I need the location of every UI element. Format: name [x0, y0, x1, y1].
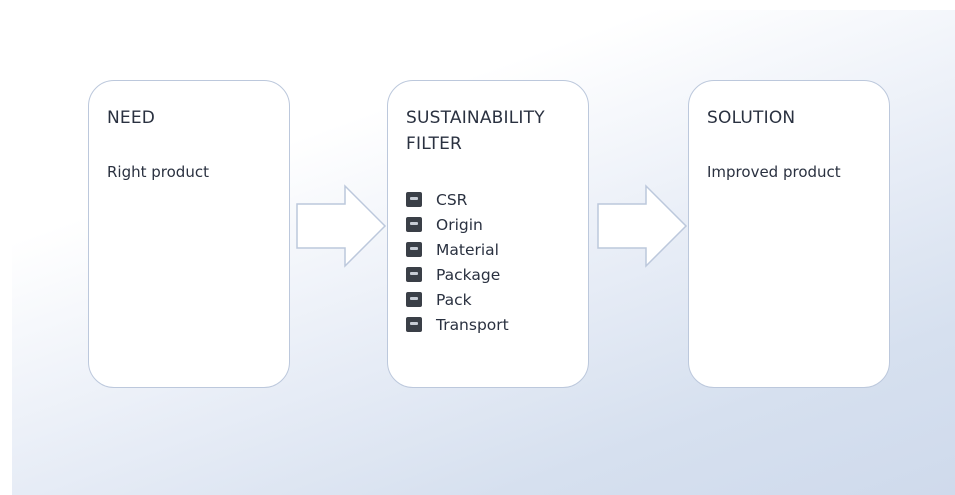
transport-icon	[406, 317, 422, 332]
filter-list: CSR Origin Material Package Pack Transpo…	[406, 187, 509, 337]
list-item: Package	[406, 262, 509, 287]
list-item: Pack	[406, 287, 509, 312]
sustainability-filter-box: SUSTAINABILITY FILTER CSR Origin Materia…	[387, 80, 589, 388]
solution-box: SOLUTION Improved product	[688, 80, 890, 388]
list-item-label: CSR	[436, 190, 468, 209]
solution-description: Improved product	[707, 163, 841, 181]
list-item-label: Transport	[436, 315, 509, 334]
arrow-right-icon	[597, 184, 688, 268]
list-item-label: Package	[436, 265, 501, 284]
list-item: Origin	[406, 212, 509, 237]
list-item: CSR	[406, 187, 509, 212]
list-item: Material	[406, 237, 509, 262]
list-item: Transport	[406, 312, 509, 337]
arrow-right-icon	[296, 184, 387, 268]
pack-icon	[406, 292, 422, 307]
csr-icon	[406, 192, 422, 207]
list-item-label: Pack	[436, 290, 472, 309]
material-icon	[406, 242, 422, 257]
need-box: NEED Right product	[88, 80, 290, 388]
list-item-label: Material	[436, 240, 499, 259]
need-title: NEED	[107, 108, 156, 128]
list-item-label: Origin	[436, 215, 483, 234]
package-icon	[406, 267, 422, 282]
origin-icon	[406, 217, 422, 232]
filter-title: SUSTAINABILITY FILTER	[406, 108, 545, 154]
need-description: Right product	[107, 163, 209, 181]
solution-title: SOLUTION	[707, 108, 796, 128]
